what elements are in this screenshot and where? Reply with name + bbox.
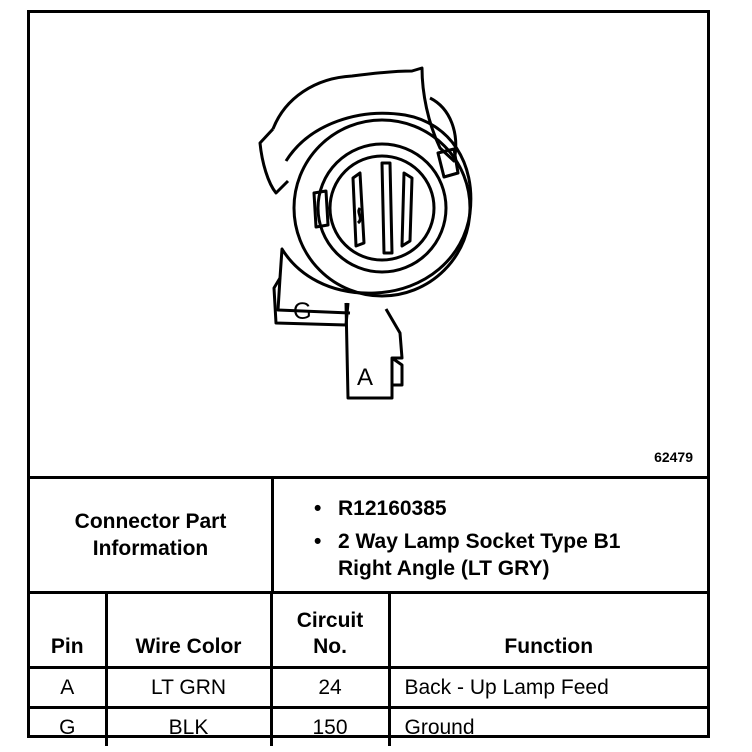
connector-drawing: G A	[258, 66, 473, 400]
contact-blade-left	[351, 171, 366, 248]
connector-info-grid: Connector Part Information • R12160385 •…	[30, 476, 707, 746]
figure-id: 62479	[654, 449, 693, 465]
contact-blade-right	[400, 171, 414, 248]
cell-wire-color: LT GRN	[104, 666, 273, 709]
pin-g-label: G	[293, 298, 312, 325]
header-wire-color: Wire Color	[104, 594, 273, 669]
part-number-item: • R12160385	[314, 495, 707, 522]
socket-ring-mid	[316, 142, 448, 274]
header-function: Function	[387, 594, 707, 669]
pinout-table: Pin Wire Color Circuit No. Function A LT…	[30, 594, 707, 746]
cell-circuit: 24	[269, 666, 391, 709]
connector-latch	[258, 127, 290, 195]
header-pin: Pin	[30, 594, 108, 669]
contact-blade-center	[380, 161, 394, 255]
header-circuit-line2: No.	[313, 635, 347, 658]
cell-pin: A	[30, 666, 108, 709]
socket-ring-inner	[328, 154, 436, 262]
spring-squiggle	[356, 207, 362, 225]
socket-ring-outer	[292, 118, 472, 298]
cell-function: Back - Up Lamp Feed	[387, 666, 707, 709]
table-row: G BLK 150 Ground	[30, 706, 707, 746]
socket-type-item: • 2 Way Lamp Socket Type B1 Right Angle …	[314, 528, 707, 582]
connector-part-info-items: • R12160385 • 2 Way Lamp Socket Type B1 …	[274, 479, 707, 591]
connector-part-info-label: Connector Part Information	[30, 479, 274, 591]
socket-type-line2: Right Angle (LT GRY)	[338, 557, 550, 580]
cell-function: Ground	[387, 706, 707, 746]
bullet-icon: •	[314, 530, 322, 553]
socket-type-line1: 2 Way Lamp Socket Type B1	[338, 530, 621, 553]
socket-key-left	[312, 189, 330, 229]
connector-part-label-line1: Connector Part	[74, 510, 227, 533]
connector-part-label-line2: Information	[92, 537, 209, 560]
pinout-header-row: Pin Wire Color Circuit No. Function	[30, 594, 707, 669]
socket-key-right	[436, 147, 460, 179]
header-circuit-no: Circuit No.	[269, 594, 391, 669]
part-number: R12160385	[338, 497, 447, 520]
pin-a-label: A	[357, 364, 373, 391]
cell-pin: G	[30, 706, 108, 746]
table-row: A LT GRN 24 Back - Up Lamp Feed	[30, 666, 707, 709]
terminal-a-clip	[391, 356, 404, 387]
diagram-frame: G A 62479 Connector Part Information • R…	[27, 10, 710, 746]
cell-wire-color: BLK	[104, 706, 273, 746]
connector-hood	[271, 66, 458, 163]
header-circuit-line1: Circuit	[296, 609, 364, 632]
connector-part-info-row: Connector Part Information • R12160385 •…	[30, 479, 707, 594]
bullet-icon: •	[314, 497, 322, 520]
cell-circuit: 150	[269, 706, 391, 746]
